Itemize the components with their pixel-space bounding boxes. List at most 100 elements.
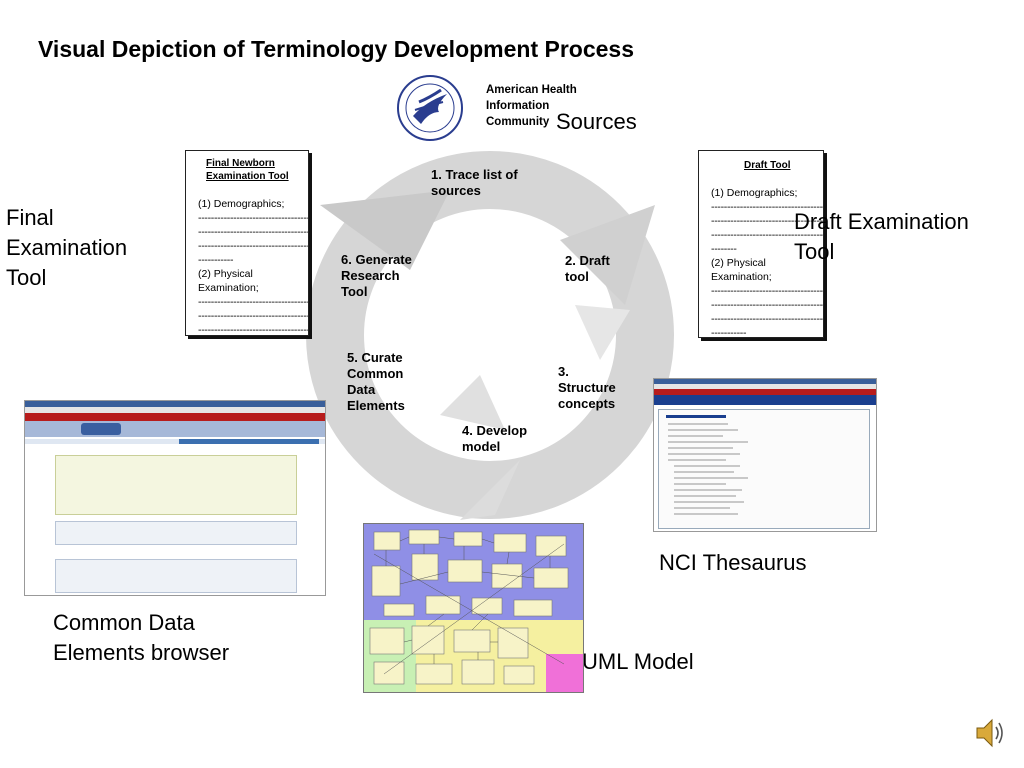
tree-heading bbox=[666, 415, 726, 418]
ahic-label: American Health Information Community bbox=[486, 82, 577, 130]
dash-line: ----------- bbox=[711, 327, 747, 338]
dash-line: ------------------------------------ bbox=[711, 229, 823, 241]
step-1-line-2: sources bbox=[431, 183, 481, 198]
uml-pink-region bbox=[546, 654, 583, 692]
dash-line: ------------------------------------ bbox=[711, 299, 823, 311]
step-2-label: 2. Draft tool bbox=[565, 253, 610, 285]
uml-class-boxes bbox=[369, 529, 569, 685]
dash-line: ------------------------------------ bbox=[198, 212, 308, 224]
step-5-label: 5. Curate Common Data Elements bbox=[347, 350, 405, 414]
dash-line: ----------- bbox=[198, 254, 234, 266]
dash-line: ------------------------------------ bbox=[198, 310, 308, 322]
alternate-names-table bbox=[55, 559, 297, 593]
hhs-eagle-seal-icon bbox=[397, 75, 463, 141]
arrow-head-bottom bbox=[460, 460, 520, 520]
step-5-line-1: 5. Curate bbox=[347, 350, 403, 365]
dash-line: ------------------------------------ bbox=[198, 296, 308, 308]
nci-thesaurus-label: NCI Thesaurus bbox=[659, 550, 807, 575]
ahic-line-3: Community bbox=[486, 116, 550, 128]
tree-row bbox=[668, 441, 748, 443]
final-tool-label-line-3: Tool bbox=[6, 265, 47, 290]
tree-row bbox=[674, 471, 734, 473]
nci-header-bar bbox=[25, 413, 325, 421]
step-2-line-2: tool bbox=[565, 269, 589, 284]
window-titlebar bbox=[654, 379, 876, 384]
reference-documents-table bbox=[55, 521, 297, 545]
arrow-head-inner-left bbox=[440, 375, 505, 430]
step-5-line-2: Common bbox=[347, 366, 404, 381]
draft-tool-label: Draft Examination Tool bbox=[794, 207, 969, 267]
sources-label: Sources bbox=[556, 109, 637, 134]
dash-line: ------------------------------------ bbox=[711, 285, 823, 297]
dash-line: ------------------------------------ bbox=[711, 313, 823, 325]
concept-tree-panel bbox=[658, 409, 870, 529]
tree-row bbox=[668, 435, 723, 437]
step-4-label: 4. Develop model bbox=[462, 423, 527, 455]
step-6-label: 6. Generate Research Tool bbox=[341, 252, 412, 300]
browser-toolbar bbox=[25, 407, 325, 413]
data-element-details-table bbox=[55, 455, 297, 515]
step-1-label: 1. Trace list of sources bbox=[431, 167, 518, 199]
tree-row bbox=[668, 453, 740, 455]
final-doc-item-2: (2) Physical Examination; bbox=[198, 268, 259, 294]
step-6-line-1: 6. Generate bbox=[341, 252, 412, 267]
page-title: Visual Depiction of Terminology Developm… bbox=[38, 36, 635, 62]
dash-line: ------------------------------------ bbox=[711, 201, 823, 213]
draft-doc-item-2-line-2: Examination; bbox=[711, 271, 772, 283]
tree-row bbox=[668, 447, 733, 449]
step-3-label: 3. Structure concepts bbox=[558, 364, 616, 412]
draft-tool-label-line-2: Tool bbox=[794, 239, 835, 264]
tree-row bbox=[668, 459, 726, 461]
window-titlebar bbox=[25, 401, 325, 407]
dash-line: ------------------------------------ bbox=[198, 324, 308, 336]
tree-row bbox=[674, 495, 736, 497]
step-4-line-2: model bbox=[462, 439, 501, 454]
step-3-line-1: 3. bbox=[558, 364, 569, 379]
final-doc-header-line-2: Examination Tool bbox=[206, 171, 289, 182]
tree-row bbox=[674, 489, 742, 491]
uml-model-label: UML Model bbox=[582, 649, 694, 674]
tree-row bbox=[668, 429, 738, 431]
nci-thesaurus-banner bbox=[654, 395, 876, 405]
arrow-head-top-left bbox=[320, 190, 450, 270]
step-1-line-1: 1. Trace list of bbox=[431, 167, 518, 182]
tab-bar bbox=[25, 439, 325, 444]
final-tool-label: Final Examination Tool bbox=[6, 203, 127, 293]
tree-row bbox=[674, 513, 738, 515]
arrow-head-inner-right bbox=[575, 305, 630, 360]
nci-thesaurus-screenshot bbox=[653, 378, 877, 532]
step-3-line-2: Structure bbox=[558, 380, 616, 395]
tree-row bbox=[674, 483, 726, 485]
tree-row bbox=[674, 501, 744, 503]
cycle-arrows bbox=[306, 151, 674, 520]
final-doc-header: Final Newborn Examination Tool bbox=[206, 157, 308, 183]
tree-row bbox=[674, 477, 748, 479]
draft-doc-header: Draft Tool bbox=[744, 160, 791, 171]
dash-line: ------------------------------------ bbox=[711, 215, 823, 227]
step-6-line-2: Research bbox=[341, 268, 400, 283]
dash-line: ------------------------------------ bbox=[198, 240, 308, 252]
tree-row bbox=[668, 423, 728, 425]
ahic-line-2: Information bbox=[486, 100, 550, 112]
speaker-icon[interactable] bbox=[973, 715, 1007, 751]
final-tool-document: Final Newborn Examination Tool (1) Demog… bbox=[185, 150, 309, 336]
arrow-head-top-right bbox=[560, 205, 655, 305]
cde-browser-label-line-2: Elements browser bbox=[53, 640, 230, 665]
final-doc-header-line-1: Final Newborn bbox=[206, 158, 275, 169]
step-5-line-3: Data bbox=[347, 382, 376, 397]
cde-logo bbox=[81, 423, 121, 435]
browser-toolbar bbox=[654, 384, 876, 389]
cde-browser-label-line-1: Common Data bbox=[53, 610, 195, 635]
dash-line: -------- bbox=[711, 243, 737, 255]
cde-banner bbox=[25, 421, 325, 437]
tab-strip bbox=[179, 439, 319, 444]
cde-browser-label: Common Data Elements browser bbox=[53, 608, 229, 668]
step-2-line-1: 2. Draft bbox=[565, 253, 610, 268]
step-6-line-3: Tool bbox=[341, 284, 368, 299]
tree-row bbox=[674, 507, 730, 509]
ahic-line-1: American Health bbox=[486, 84, 577, 96]
draft-tool-document: Draft Tool (1) Demographics; -----------… bbox=[698, 150, 824, 338]
draft-tool-label-line-1: Draft Examination bbox=[794, 209, 969, 234]
tree-row bbox=[674, 465, 740, 467]
step-4-line-1: 4. Develop bbox=[462, 423, 528, 438]
